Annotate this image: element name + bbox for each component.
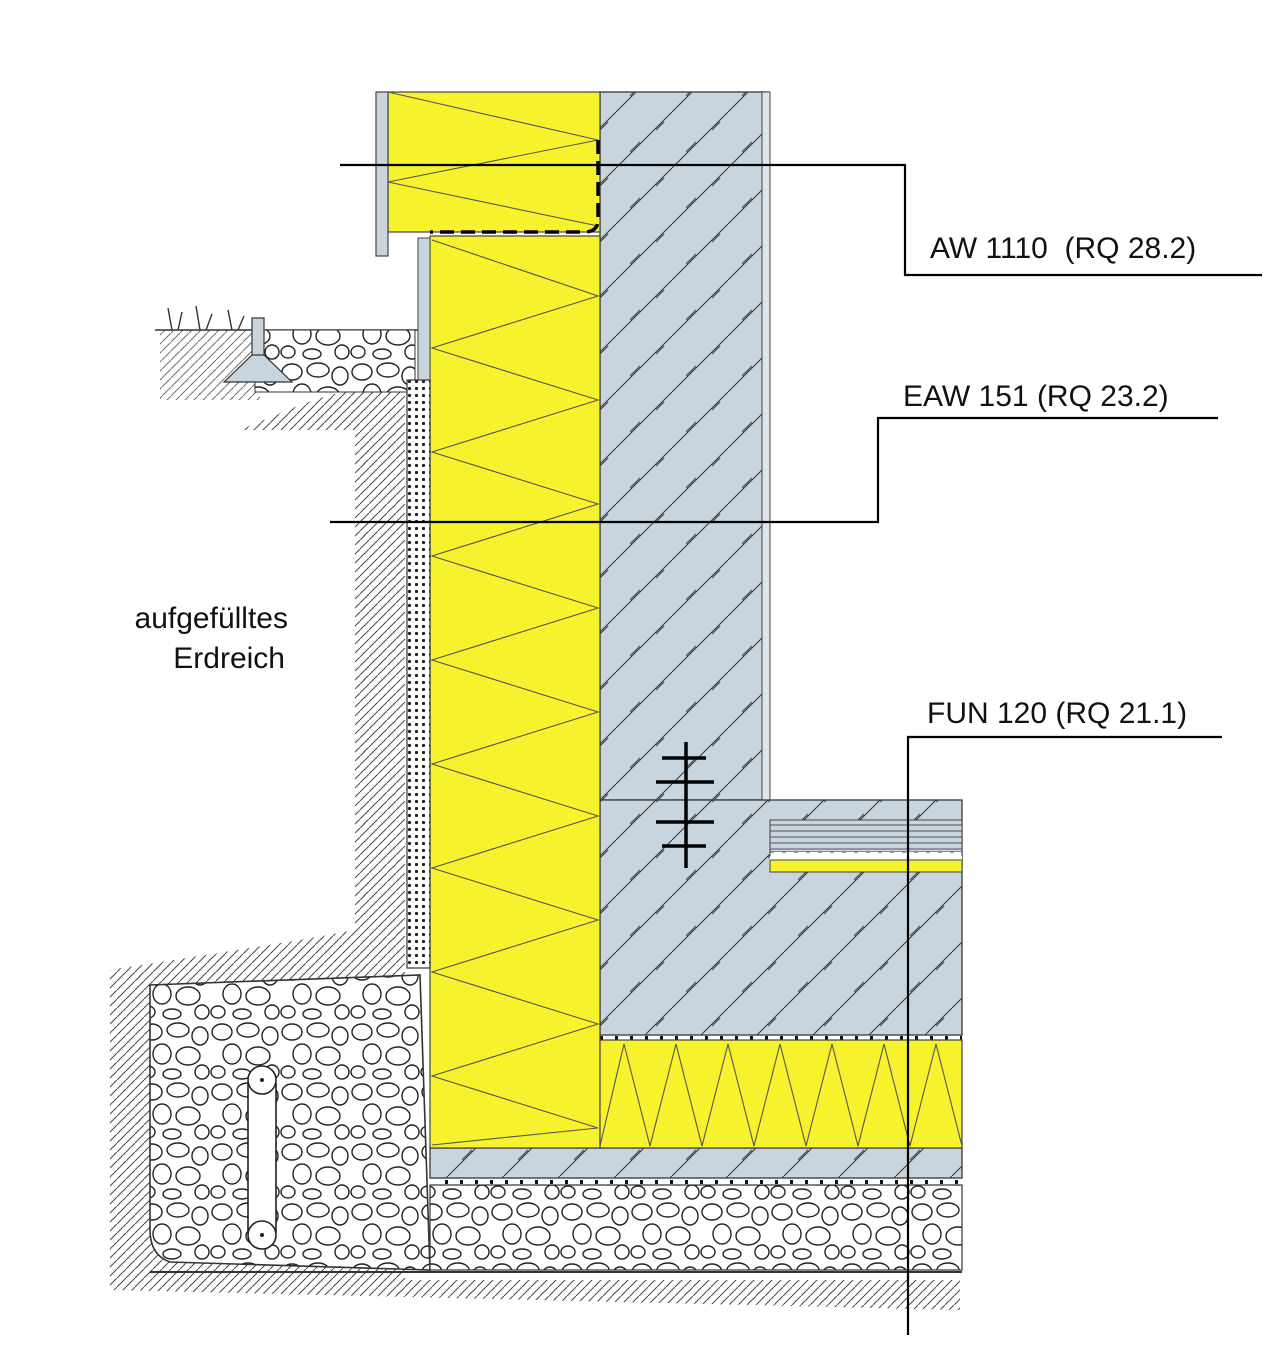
insulation	[387, 91, 963, 1149]
label-backfill-line1: aufgefülltes	[135, 602, 288, 635]
gravel-bed	[149, 974, 963, 1273]
kerb-profile	[222, 317, 294, 383]
construction-joint-symbol	[656, 742, 714, 868]
drain-pipe	[247, 1065, 277, 1250]
surface-gravel	[254, 329, 416, 393]
label-fun: FUN 120 (RQ 21.1)	[927, 697, 1187, 730]
leader-fun	[906, 735, 1222, 1335]
drainage-board	[406, 379, 431, 969]
label-aw: AW 1110 (RQ 28.2)	[930, 232, 1196, 265]
grass-marks	[155, 305, 420, 331]
facade-render	[375, 91, 600, 381]
leader-lines	[330, 163, 1262, 1335]
label-eaw: EAW 151 (RQ 23.2)	[903, 380, 1169, 413]
label-backfill-line2: Erdreich	[173, 642, 285, 675]
concrete-structure	[429, 91, 963, 1184]
leader-aw	[340, 163, 1262, 277]
leader-eaw	[330, 416, 1218, 524]
